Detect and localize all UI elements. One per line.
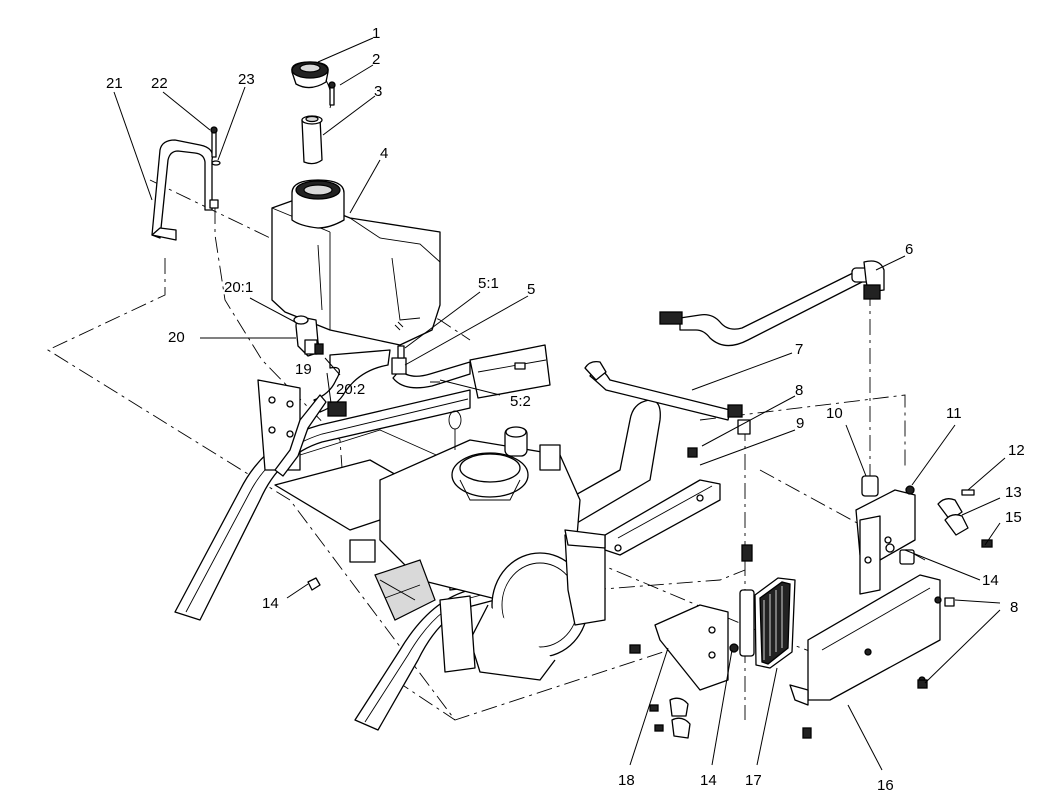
callout-22: 22: [151, 75, 168, 92]
callout-7: 7: [795, 341, 803, 358]
hydraulic-hose-6: [659, 260, 885, 347]
engine-assembly: [349, 410, 606, 681]
callout-13: 13: [1005, 484, 1022, 501]
loose-hardware: [307, 447, 955, 689]
fuel-cap-and-strainer: [291, 61, 336, 165]
frame-support: [789, 574, 942, 739]
callout-12: 12: [1008, 442, 1025, 459]
callout-23: 23: [238, 71, 255, 88]
callout-18: 18: [618, 772, 635, 789]
callout-3: 3: [374, 83, 382, 100]
callout-15: 15: [1005, 509, 1022, 526]
callout-20: 20: [168, 329, 185, 346]
callout-9: 9: [796, 415, 804, 432]
callout-11: 11: [946, 405, 962, 422]
callout-21: 21: [106, 75, 123, 92]
callout-1: 1: [372, 25, 380, 42]
tank-strap: [151, 126, 221, 241]
callout-labels: 1 2 3 4 5 5:1 5:2 6 7 8 8 9 10 11 12 13 …: [106, 25, 1025, 794]
callout-5-1: 5:1: [478, 275, 499, 292]
filter-head-bracket: [855, 475, 916, 595]
callout-2: 2: [372, 51, 380, 68]
callout-20-1: 20:1: [224, 279, 253, 296]
callout-4: 4: [380, 145, 388, 162]
fuel-hoses: [274, 315, 471, 477]
hydraulic-hose-7: [584, 360, 751, 435]
callout-8-right: 8: [1010, 599, 1018, 616]
cooler-mount-bracket: [564, 479, 721, 556]
callout-8-top: 8: [795, 382, 803, 399]
callout-14-bottom: 14: [700, 772, 717, 789]
callout-6: 6: [905, 241, 913, 258]
callout-5-2: 5:2: [510, 393, 531, 410]
bracket-18: [629, 604, 729, 739]
callout-10: 10: [826, 405, 843, 422]
callout-17: 17: [745, 772, 762, 789]
callout-5: 5: [527, 281, 535, 298]
fuel-tank: [271, 179, 441, 346]
callout-14-left: 14: [262, 595, 279, 612]
callout-20-2: 20:2: [336, 381, 365, 398]
leader-lines: [113, 37, 1006, 771]
oil-cooler: [739, 544, 796, 669]
callout-19: 19: [295, 361, 312, 378]
clamps: [937, 489, 993, 548]
callout-14-right: 14: [982, 572, 999, 589]
callout-16: 16: [877, 777, 894, 794]
